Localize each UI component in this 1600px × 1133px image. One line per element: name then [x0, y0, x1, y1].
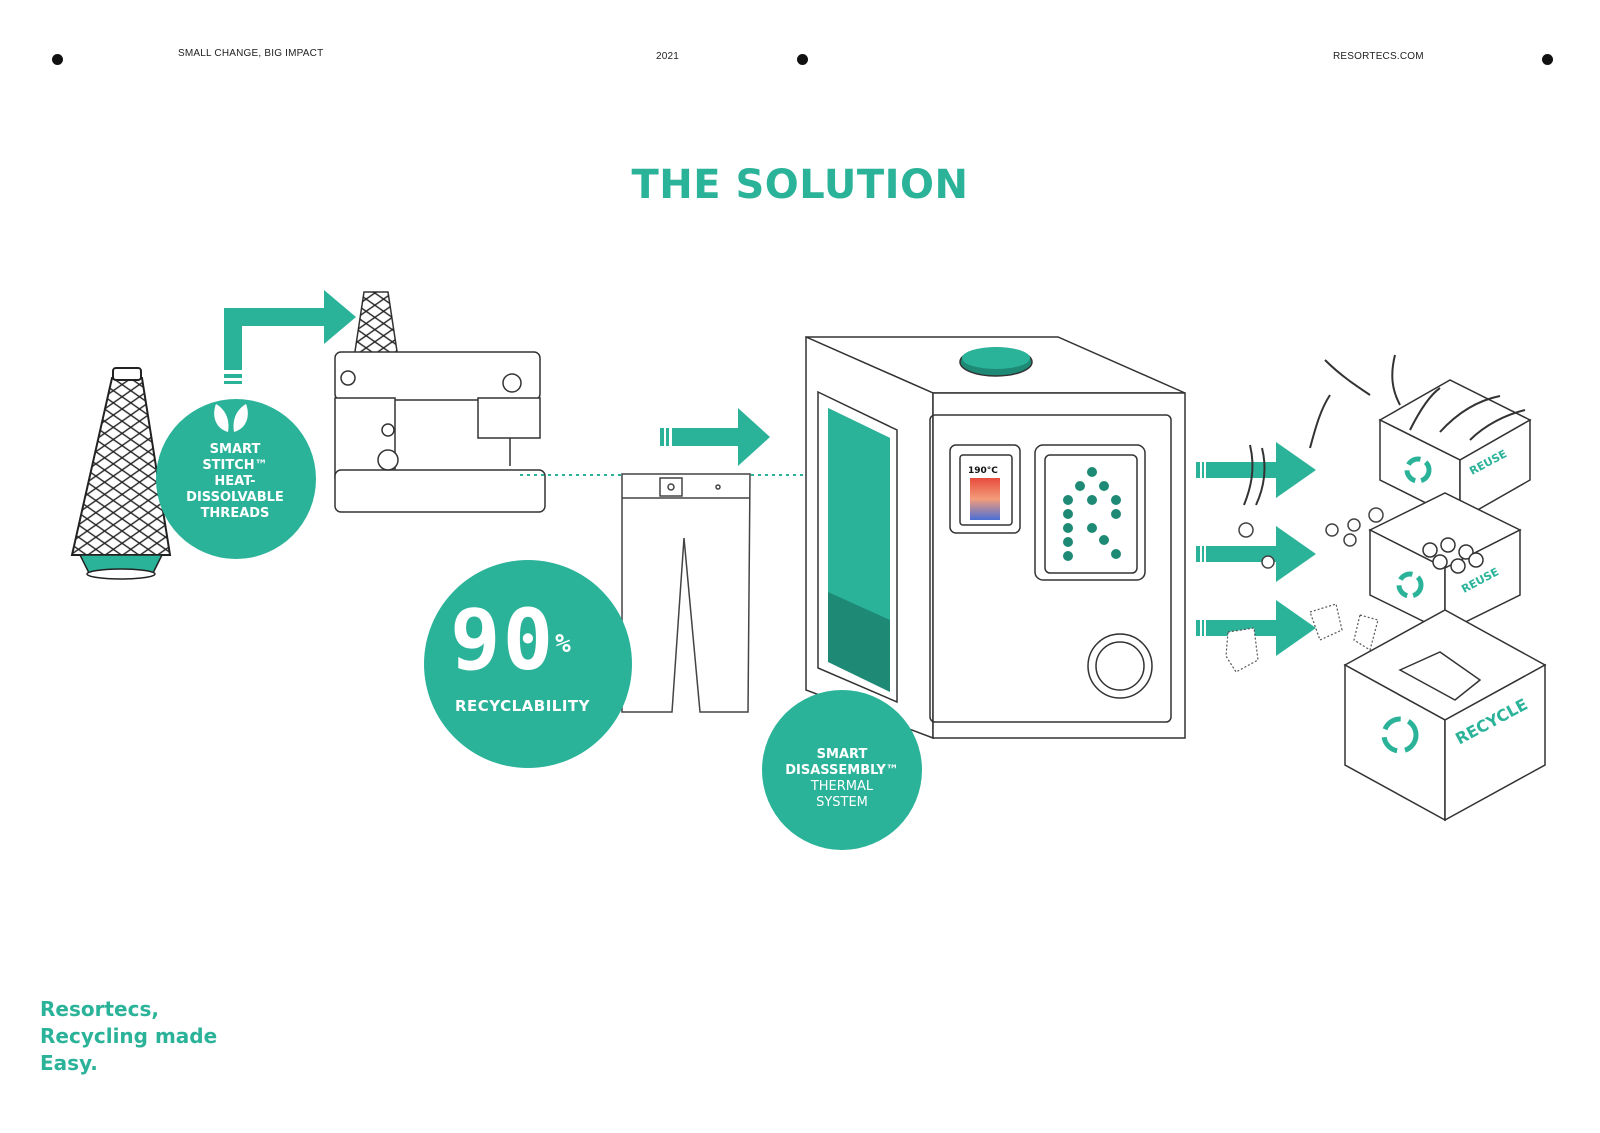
- resortecs-logo-icon: [1063, 467, 1121, 561]
- recyclability-value: 90%: [450, 598, 610, 682]
- smart-stitch-label: SMART STITCH™ HEAT- DISSOLVABLE THREADS: [186, 442, 284, 521]
- recyclability-circle: [424, 560, 632, 768]
- leaf-icon: [214, 404, 248, 432]
- footer-slogan: Resortecs, Recycling made Easy.: [40, 997, 218, 1075]
- arrow-up-right-icon: [224, 290, 356, 384]
- smart-stitch-circle: [156, 399, 316, 559]
- temperature-readout: 190°C: [968, 466, 998, 476]
- disassembly-circle: [762, 690, 922, 850]
- button-icon: [1238, 507, 1384, 569]
- sewing-machine-icon: [334, 291, 546, 513]
- disassembly-label: SMART DISASSEMBLY™ THERMAL SYSTEM: [785, 747, 899, 810]
- box-zippers-icon: [1409, 387, 1526, 441]
- box-buttons-icon: [1422, 537, 1484, 574]
- patch-icon: [1225, 603, 1379, 673]
- registration-dot-right: [1542, 54, 1553, 65]
- recyclability-label: RECYCLABILITY: [454, 697, 591, 715]
- output-arrows: [1196, 442, 1316, 656]
- recycle-symbol-icon: [1381, 456, 1432, 754]
- header-year: 2021: [656, 51, 680, 62]
- registration-dot-left: [52, 54, 63, 65]
- arrow-right-icon: [660, 408, 770, 466]
- thread-spool-icon: [70, 367, 172, 580]
- disassembly-machine-icon: [805, 335, 1186, 740]
- recyclability-unit: %: [555, 629, 573, 659]
- reuse-box-middle-icon: [1368, 492, 1522, 634]
- zipper-icon: [1243, 354, 1401, 506]
- header-tagline: SMALL CHANGE, BIG IMPACT: [178, 48, 324, 59]
- page-title: THE SOLUTION: [631, 162, 969, 208]
- jeans-icon: [621, 473, 751, 713]
- recyclability-number: 90: [450, 591, 556, 689]
- recycle-box-icon: [1343, 609, 1547, 822]
- header-website[interactable]: RESORTECS.COM: [1333, 51, 1424, 62]
- registration-dot-center: [797, 54, 808, 65]
